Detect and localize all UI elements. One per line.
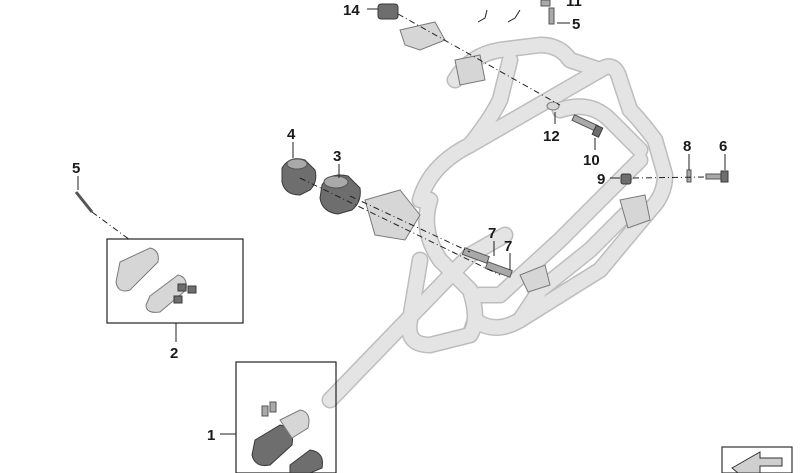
callout-6: 6 [719, 138, 727, 155]
luggage-carrier-frame [321, 21, 674, 409]
callout-14: 14 [343, 2, 360, 19]
bolt-6 [705, 170, 729, 183]
rubber-damper-4 [281, 158, 317, 196]
nut-9 [620, 173, 632, 185]
callout-8: 8 [683, 138, 691, 155]
callout-5-left: 5 [72, 160, 80, 177]
bolt-11 [540, 0, 551, 7]
bolt-7b [484, 261, 513, 278]
screw-5-left [74, 191, 94, 213]
callout-3: 3 [333, 148, 341, 165]
callout-7a: 7 [488, 225, 496, 242]
screw-5-top [548, 7, 555, 25]
callout-1: 1 [207, 427, 215, 444]
callout-10: 10 [583, 152, 600, 169]
washer-12 [546, 101, 560, 111]
detail-box-1 [235, 361, 337, 473]
callout-12: 12 [543, 128, 560, 145]
callout-4: 4 [287, 126, 296, 143]
callout-7b: 7 [504, 238, 512, 255]
detail-box-2 [106, 238, 244, 324]
assembly-lines [91, 13, 707, 276]
sleeve-14 [377, 3, 399, 20]
callout-9: 9 [597, 171, 605, 188]
callout-11: 11 [566, 0, 582, 10]
callout-2: 2 [170, 345, 178, 362]
callout-5-top: 5 [572, 16, 580, 33]
leader-lines [77, 8, 726, 435]
washer-8 [686, 169, 692, 183]
next-page-arrow-icon[interactable] [721, 446, 793, 473]
rubber-damper-3 [319, 174, 361, 215]
callouts: 14 11 5 12 10 9 8 6 7 7 4 3 5 2 1 [72, 0, 727, 444]
bolt-10 [571, 114, 604, 138]
